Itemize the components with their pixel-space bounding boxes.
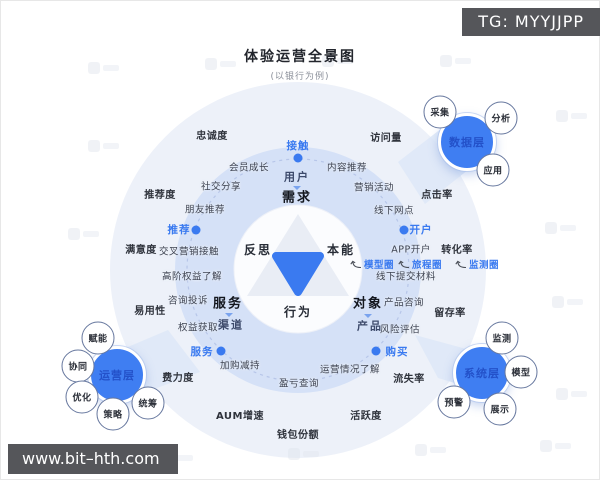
journey-activity-label: 内容推荐	[326, 162, 368, 174]
center-user: 用户	[284, 170, 310, 184]
journey-dashed-ring	[186, 158, 410, 382]
journey-activity-label: 盈亏查询	[278, 378, 320, 390]
center-instinct: 本能	[326, 243, 356, 257]
touchpoint-label: 推荐	[167, 223, 191, 236]
outer-metric-label: 推荐度	[144, 190, 176, 201]
hub-satellite: 模型	[504, 355, 538, 389]
pair-arrow-user-demand	[293, 186, 301, 190]
hub-satellite: 统筹	[131, 386, 165, 420]
hub-satellite: 预警	[437, 385, 471, 419]
ring-legend-item: 旅程圈	[398, 257, 442, 271]
journey-activity-label: 线下提交材料	[375, 271, 437, 283]
journey-activity-label: 风险评估	[379, 324, 421, 336]
touchpoint-label: 购买	[385, 345, 409, 358]
center-product: 产品	[357, 319, 383, 333]
hub-satellite: 赋能	[81, 321, 115, 355]
ring-legend-label: 模型圈	[363, 260, 395, 271]
center-service: 服务	[212, 296, 244, 312]
outer-metric-label: 满意度	[125, 245, 157, 256]
touchpoint-label: 接触	[286, 139, 310, 152]
legend-arrow-icon	[455, 260, 466, 268]
outer-metric-label: 转化率	[441, 245, 473, 256]
journey-activity-label: 交叉营销接触	[158, 246, 220, 258]
hub-satellite: 优化	[65, 380, 99, 414]
touchpoint-dot	[293, 153, 303, 163]
journey-activity-label: 权益获取	[177, 322, 219, 334]
outer-metric-label: 流失率	[393, 374, 425, 385]
touchpoint-label: 服务	[190, 345, 214, 358]
journey-activity-label: 线下网点	[373, 205, 415, 217]
center-behavior: 行为	[283, 305, 313, 319]
journey-activity-label: 运营情况了解	[319, 364, 381, 376]
outer-metric-label: 易用性	[134, 306, 166, 317]
outer-metric-label: 忠诚度	[196, 131, 228, 142]
touchpoint-dot	[191, 225, 201, 235]
legend-arrow-icon	[350, 260, 361, 268]
journey-activity-label: 营销活动	[353, 182, 395, 194]
outer-metric-label: 点击率	[421, 190, 453, 201]
ring-legend-label: 监测圈	[468, 260, 500, 271]
outer-metric-label: 访问量	[370, 133, 402, 144]
journey-activity-label: 产品咨询	[383, 297, 425, 309]
outer-metric-label: 活跃度	[350, 411, 382, 422]
hub-satellite: 协同	[61, 349, 95, 383]
hub-satellite: 分析	[484, 101, 518, 135]
hub-satellite: 应用	[476, 153, 510, 187]
center-reflection: 反思	[243, 243, 273, 257]
hub-satellite: 监测	[485, 321, 519, 355]
ring-legend-item: 监测圈	[455, 257, 499, 271]
journey-activity-label: 高阶权益了解	[161, 271, 223, 283]
legend-arrow-icon	[398, 260, 409, 268]
touchpoint-dot	[399, 225, 409, 235]
touchpoint-dot	[371, 346, 381, 356]
center-demand: 需求	[281, 190, 313, 206]
touchpoint-dot	[216, 346, 226, 356]
journey-activity-label: 社交分享	[200, 181, 242, 193]
site-watermark: www.bit–hth.com	[8, 444, 178, 474]
hub-satellite: 采集	[423, 95, 457, 129]
center-channel: 渠道	[218, 318, 244, 332]
pair-arrow-service-channel	[225, 313, 233, 317]
journey-activity-label: APP开户	[391, 244, 431, 256]
hub-satellite: 展示	[483, 392, 517, 426]
journey-activity-label: 加购减持	[219, 360, 261, 372]
touchpoint-label: 开户	[409, 223, 433, 236]
hub-satellite: 策略	[96, 397, 130, 431]
tg-badge: TG: MYYJJPP	[462, 8, 600, 36]
journey-activity-label: 会员成长	[228, 162, 270, 174]
outer-metric-label: AUM增速	[215, 411, 265, 422]
outer-metric-label: 钱包份额	[277, 430, 319, 441]
ring-legend-item: 模型圈	[350, 257, 394, 271]
ring-legend-label: 旅程圈	[411, 260, 443, 271]
journey-activity-label: 咨询投诉	[167, 295, 209, 307]
outer-metric-label: 费力度	[162, 373, 194, 384]
center-triangle	[272, 252, 324, 296]
pair-arrow-object-product	[364, 314, 372, 318]
outer-metric-label: 留存率	[434, 308, 466, 319]
journey-activity-label: 朋友推荐	[184, 204, 226, 216]
center-object: 对象	[352, 296, 384, 312]
